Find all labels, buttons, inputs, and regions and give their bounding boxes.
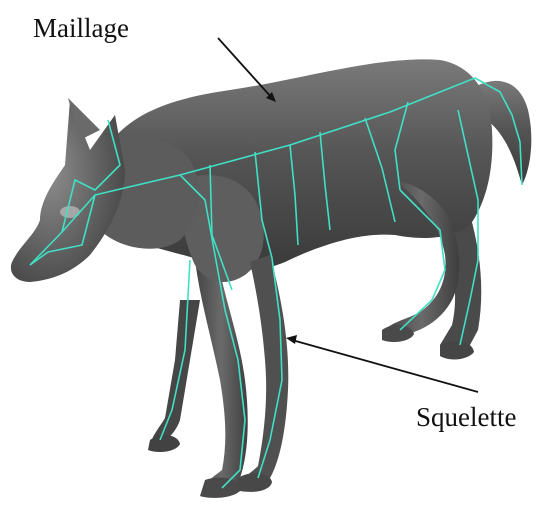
arrow-skeleton-head <box>286 335 297 344</box>
label-squelette: Squelette <box>416 404 516 431</box>
wolf-front-leg-far <box>151 300 200 448</box>
wolf-paw-front-mid <box>236 473 272 492</box>
label-maillage: Maillage <box>33 15 129 42</box>
wolf-head <box>11 100 125 282</box>
wolf-front-leg-mid <box>238 255 288 492</box>
